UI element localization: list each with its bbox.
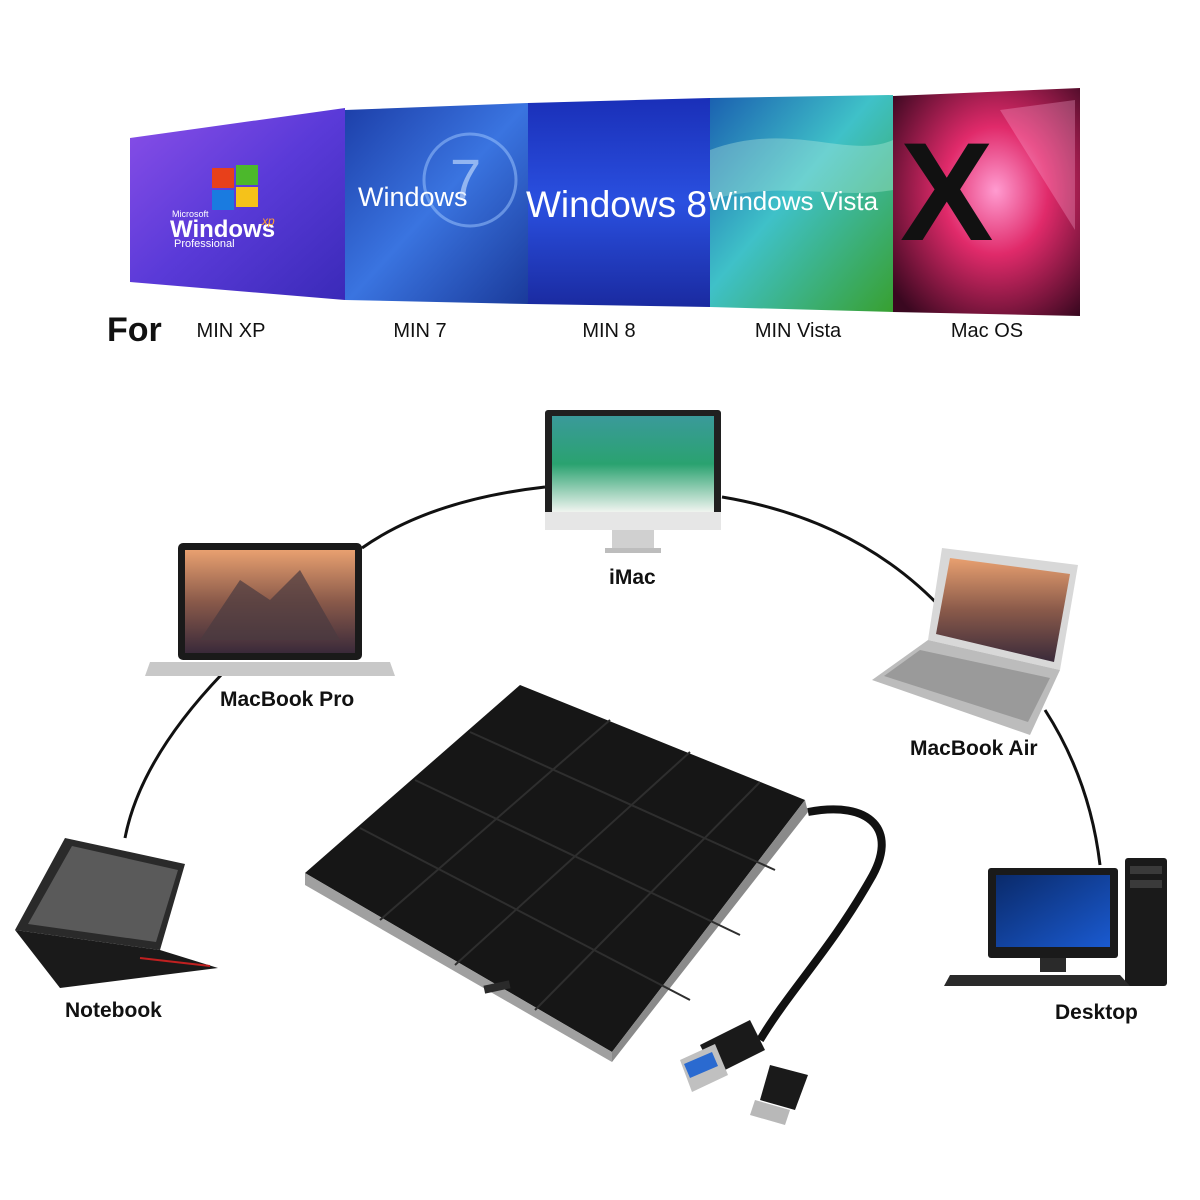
- label-imac: iMac: [609, 566, 656, 589]
- macbook-pro-icon: [145, 543, 395, 676]
- win7-logo-main: Windows: [358, 182, 468, 212]
- windows-7-orb-icon: [422, 132, 518, 228]
- for-label: For: [107, 311, 162, 349]
- imac-icon: [545, 410, 721, 553]
- xp-logo-line2: Professional: [174, 238, 235, 250]
- win8-logo-main: Windows 8: [526, 184, 707, 225]
- windows-8-panel: [528, 98, 710, 307]
- xp-logo-suffix: xp: [262, 214, 275, 228]
- macos-logo-main: X: [900, 113, 994, 270]
- label-macbook-pro: MacBook Pro: [220, 688, 355, 711]
- caption-min-7: MIN 7: [393, 320, 447, 342]
- label-macbook-air: MacBook Air: [910, 737, 1038, 760]
- windows-vista-panel: [710, 95, 893, 312]
- vista-logo-main: Windows Vista: [708, 186, 879, 216]
- connection-lines: [123, 485, 1102, 866]
- caption-mac-os: Mac OS: [950, 320, 1024, 342]
- label-notebook: Notebook: [65, 999, 162, 1022]
- xp-logo-main: Windows: [170, 216, 276, 243]
- desktop-icon: [944, 858, 1167, 986]
- external-drive-icon: [305, 685, 808, 1062]
- win7-logo-suffix: 7: [450, 147, 482, 210]
- mac-os-panel: [893, 88, 1080, 316]
- xp-logo-line1: Microsoft: [172, 209, 209, 219]
- usb-a-connector-icon: [680, 1020, 765, 1092]
- usb-c-connector-icon: [750, 1065, 808, 1125]
- macbook-air-icon: [872, 548, 1078, 735]
- device-diagram: [15, 410, 1167, 1125]
- windows-xp-flag-icon: [212, 165, 258, 210]
- caption-min-vista: MIN Vista: [754, 320, 842, 342]
- windows-7-panel: [345, 103, 528, 304]
- caption-min-8: MIN 8: [582, 320, 636, 342]
- label-desktop: Desktop: [1055, 1001, 1138, 1024]
- os-banner: [130, 88, 1080, 316]
- notebook-icon: [15, 838, 218, 988]
- usb-cable: [756, 805, 886, 1043]
- caption-min-xp: MIN XP: [196, 320, 266, 342]
